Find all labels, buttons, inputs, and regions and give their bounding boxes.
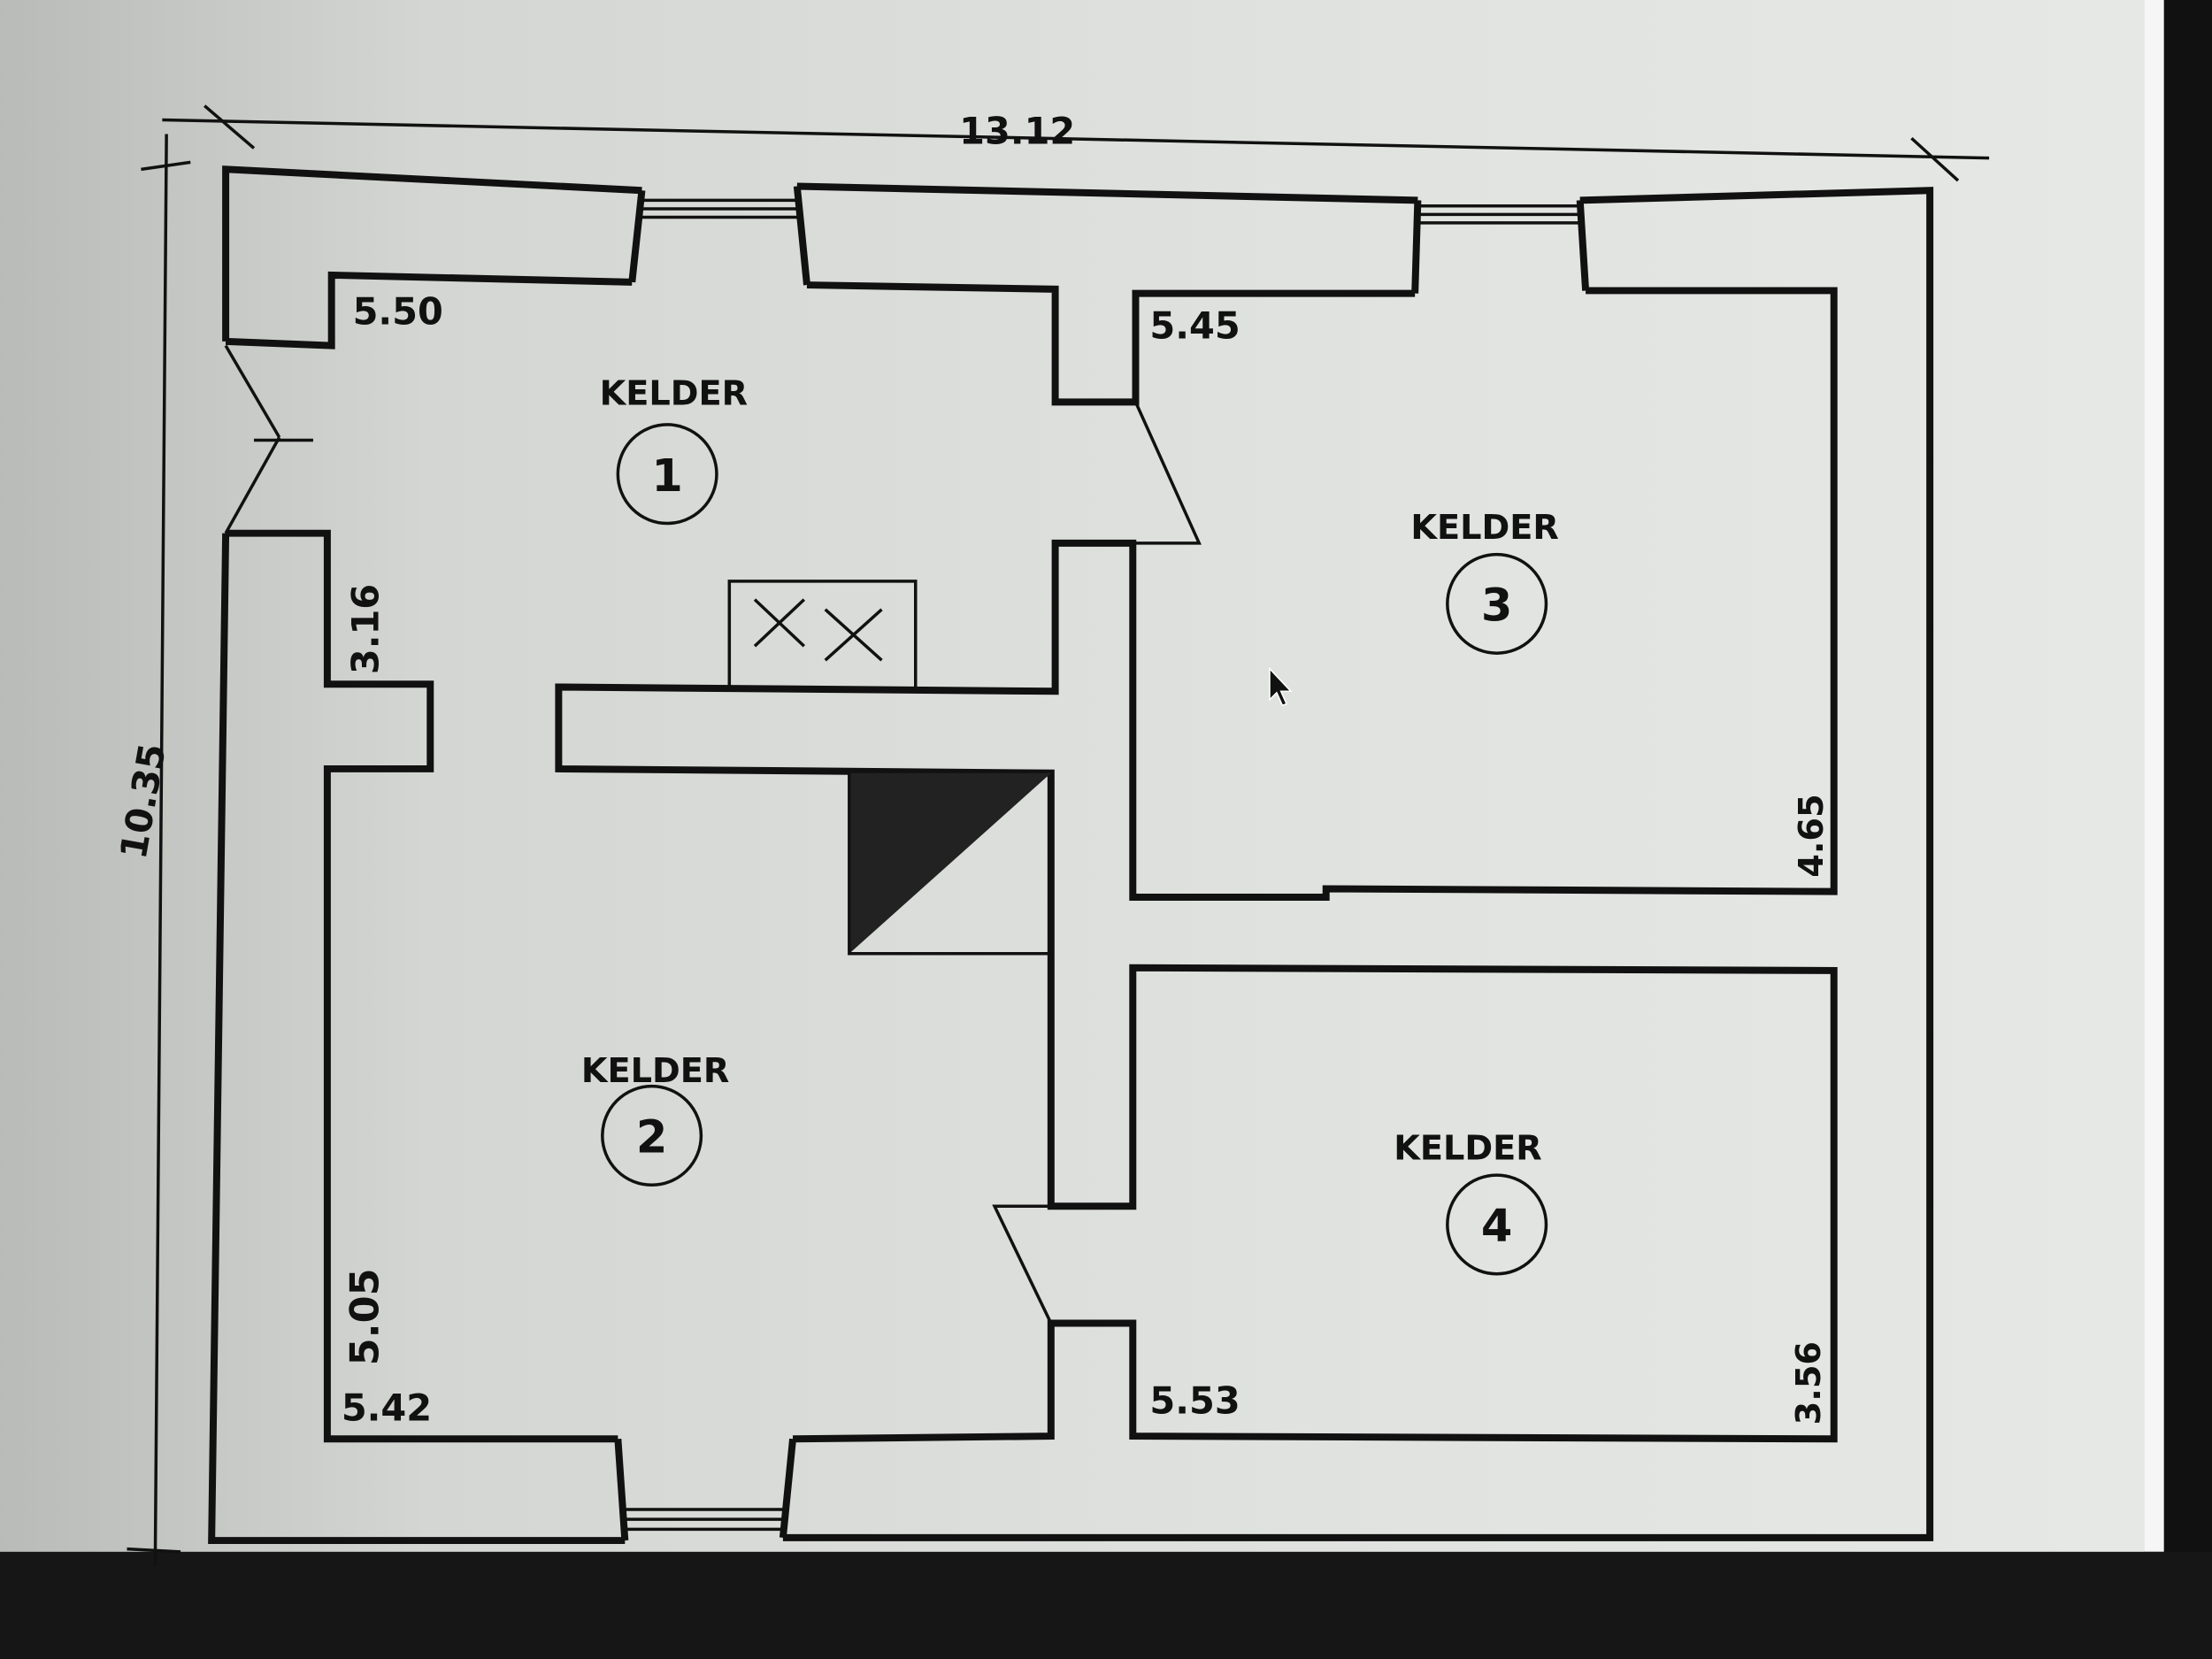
room-1-number: 1	[651, 450, 683, 503]
window-bottom	[614, 1438, 797, 1541]
outer-walls	[208, 165, 1934, 1545]
room-3-height: 4.65	[1792, 794, 1832, 877]
room-2-height: 5.05	[342, 1268, 388, 1365]
room-2: KELDER 2 5.05 5.42	[342, 1051, 730, 1430]
room-2-name: KELDER	[581, 1051, 729, 1091]
room-1-height: 3.16	[344, 584, 387, 674]
room-4-number: 4	[1481, 1201, 1513, 1253]
room-1: KELDER 1 5.50 3.16	[344, 291, 748, 674]
room-3-width: 5.45	[1149, 305, 1240, 348]
room-1-name: KELDER	[600, 374, 748, 414]
chimney-ducts	[727, 580, 918, 690]
room-4-width: 5.53	[1149, 1380, 1240, 1423]
room-1-width: 5.50	[353, 291, 443, 334]
dimension-width: 13.12	[162, 104, 1990, 182]
mouse-cursor-icon	[1269, 666, 1293, 707]
room-3-name: KELDER	[1410, 508, 1558, 548]
room-3: KELDER 3 5.45 4.65	[1149, 305, 1832, 878]
monitor-bezel-right	[2163, 0, 2212, 1659]
window-top-right	[1411, 200, 1590, 294]
room-4-height: 3.56	[1789, 1341, 1829, 1425]
monitor-edge	[2144, 0, 2164, 1552]
window-top-left	[628, 186, 810, 286]
monitor-bezel-bottom	[0, 1551, 2212, 1659]
room-4: KELDER 4 5.53 3.56	[1149, 1129, 1828, 1425]
room-2-number: 2	[636, 1112, 668, 1164]
room-4-name: KELDER	[1394, 1129, 1541, 1169]
room-3-number: 3	[1481, 580, 1513, 633]
room-2-width: 5.42	[342, 1387, 432, 1430]
screen-background	[0, 0, 2145, 1559]
dimension-width-label: 13.12	[959, 111, 1075, 153]
room-1-walls	[224, 271, 1838, 1443]
